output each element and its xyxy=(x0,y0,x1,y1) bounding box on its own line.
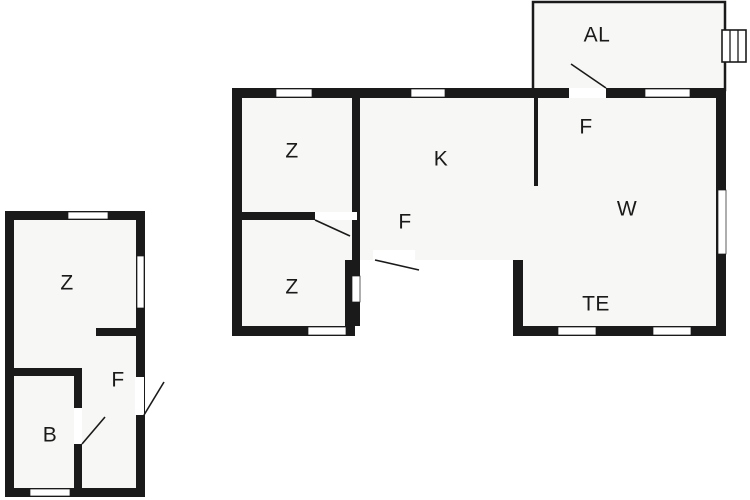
window-opening-icon xyxy=(653,327,691,335)
room-label-main-f-hall: F xyxy=(398,211,411,234)
room-label-main-f-entry: F xyxy=(579,116,592,139)
window-opening-icon xyxy=(29,488,71,497)
door-swing-icon xyxy=(373,250,415,260)
window-opening-icon xyxy=(307,326,347,336)
room-label-main-z-upper: Z xyxy=(285,140,298,163)
room-label-main-z-lower: Z xyxy=(285,276,298,299)
window-opening-icon xyxy=(351,275,361,303)
window-opening-icon xyxy=(558,327,596,335)
room-label-main-te: TE xyxy=(582,293,610,316)
door-swing-icon xyxy=(374,259,420,271)
window-opening-icon xyxy=(411,89,445,97)
room-label-annex-b: B xyxy=(43,424,58,447)
door-swing-icon xyxy=(314,219,351,237)
window-opening-icon xyxy=(137,256,144,308)
annex-building xyxy=(5,211,165,497)
window-opening-icon xyxy=(718,190,726,254)
window-opening-icon xyxy=(67,211,109,220)
window-opening-icon xyxy=(136,255,145,309)
room-label-main-w: W xyxy=(617,198,637,221)
window-opening-icon xyxy=(275,88,313,98)
main-wall-z-k-divider xyxy=(352,98,360,220)
door-swing-icon xyxy=(315,212,357,220)
window-opening-icon xyxy=(645,89,690,97)
window-opening-icon xyxy=(276,89,312,97)
door-swing-icon xyxy=(143,381,165,416)
main-interior xyxy=(242,98,716,326)
main-wall-k-w-divider xyxy=(534,98,538,186)
door-swing-icon xyxy=(135,377,144,415)
room-labels: Z B F Z Z K F W TE F AL xyxy=(43,24,637,447)
room-label-main-k: K xyxy=(434,148,449,171)
main-wall-z-hall-divider xyxy=(352,220,360,326)
window-opening-icon xyxy=(644,88,691,98)
window-opening-icon xyxy=(68,212,108,219)
main-wall-z-z-divider xyxy=(242,212,360,220)
door-swing-icon xyxy=(570,63,607,89)
annex-wall-z-b-divider xyxy=(14,368,82,376)
window-opening-icon xyxy=(410,88,446,98)
room-label-main-al: AL xyxy=(584,24,611,47)
window-opening-icon xyxy=(308,327,346,335)
window-opening-icon xyxy=(557,326,597,336)
room-label-annex-f: F xyxy=(111,369,124,392)
al-extension-outline xyxy=(531,0,727,92)
window-opening-icon xyxy=(717,189,727,255)
door-swing-icon xyxy=(74,408,82,444)
window-opening-icon xyxy=(30,489,70,496)
annex-wall-stub xyxy=(96,328,136,336)
door-swing-icon xyxy=(569,88,606,98)
door-swing-icon xyxy=(81,416,106,445)
window-opening-icon xyxy=(352,276,360,302)
main-building xyxy=(232,0,747,336)
stairs-icon xyxy=(721,29,747,63)
window-opening-icon xyxy=(652,326,692,336)
room-label-annex-z: Z xyxy=(60,272,73,295)
